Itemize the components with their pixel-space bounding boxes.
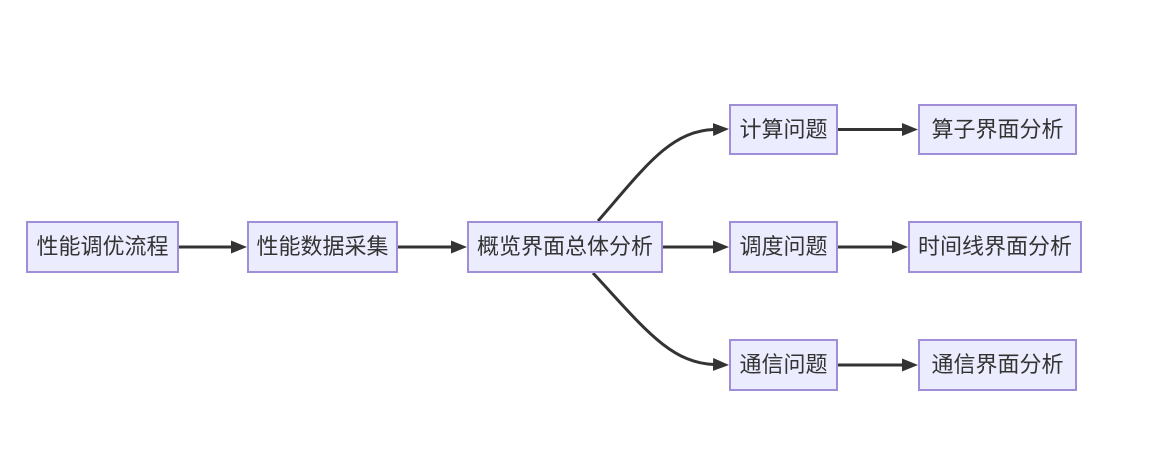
node-communication-interface-analysis: 通信界面分析 [918,339,1077,391]
node-performance-data-collection: 性能数据采集 [247,221,398,273]
node-overview-interface-analysis: 概览界面总体分析 [467,221,663,273]
node-label: 性能调优流程 [36,234,169,259]
node-schedule-issue: 调度问题 [729,221,838,273]
node-communication-issue: 通信问题 [729,339,838,391]
node-label: 时间线界面分析 [917,234,1072,259]
node-compute-issue: 计算问题 [729,104,838,155]
node-label: 计算问题 [739,116,828,142]
node-operator-interface-analysis: 算子界面分析 [918,104,1077,155]
node-label: 通信界面分析 [931,352,1064,377]
node-timeline-interface-analysis: 时间线界面分析 [908,221,1082,273]
node-label: 性能数据采集 [256,234,389,259]
node-label: 概览界面总体分析 [476,234,653,259]
node-performance-tuning-process: 性能调优流程 [26,221,179,273]
node-label: 调度问题 [739,234,828,259]
edge-overview-to-compute [596,123,729,222]
edge-overview-to-comm [591,271,729,371]
node-label: 算子界面分析 [931,116,1064,142]
node-label: 通信问题 [739,352,828,377]
